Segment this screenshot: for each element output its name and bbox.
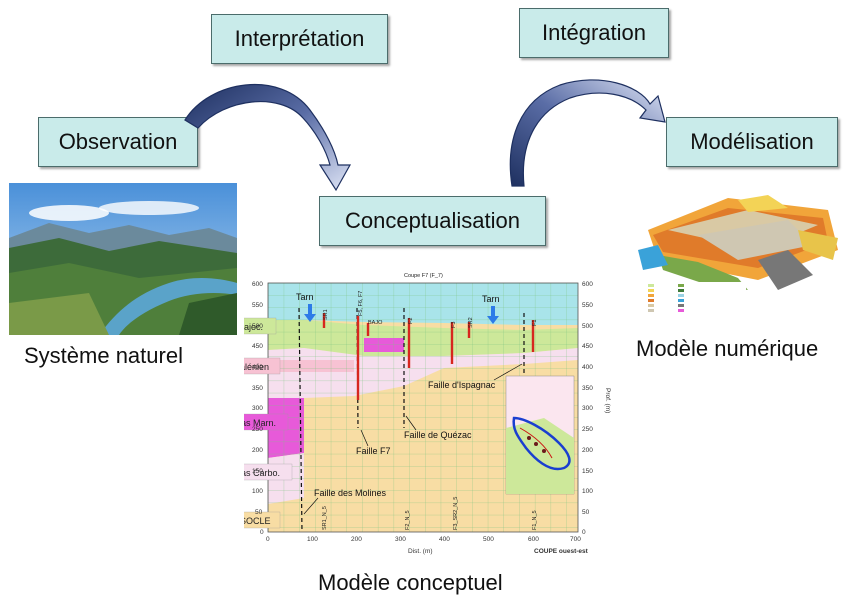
x-tick-0: 0	[266, 536, 270, 543]
well-label-f3: F3	[451, 322, 457, 328]
arrow-observation-to-conceptualisation	[184, 84, 352, 192]
y-tick-300: 300	[252, 405, 263, 412]
y-tick-150: 150	[252, 468, 263, 475]
y-tick-600: 600	[252, 281, 263, 288]
x-tick-300: 300	[395, 536, 406, 543]
numerical-model-legend	[648, 284, 684, 312]
x-tick-500: 500	[483, 536, 494, 543]
y-tick-100: 100	[252, 488, 263, 495]
well-label-f1: F1	[532, 320, 538, 326]
yr-tick-250: 250	[582, 426, 593, 433]
y-tick-550: 550	[252, 302, 263, 309]
y-tick-500: 500	[252, 323, 263, 330]
yr-tick-600: 600	[582, 281, 593, 288]
plot-frame	[267, 282, 579, 533]
numerical-model-image	[638, 190, 844, 322]
bottom-label-1: SR1_N_5	[322, 506, 328, 530]
well-labels: SR1 F5, F6, F7 BAJO F2 F3 SR2 F1	[323, 291, 538, 328]
layer-labels: Bajoc. Aalénien Lias Marn. Lias Carbo. S…	[244, 317, 293, 529]
well-label-sr2: SR2	[468, 317, 474, 328]
conceptual-model-caption: Modèle conceptuel	[318, 570, 503, 595]
bottom-label-4: F1_N_5	[532, 510, 538, 530]
bottom-labels: SR1_N_5 F2_N_5 F3_SR2_N_5 F1_N_5	[322, 497, 538, 530]
x-tick-200: 200	[351, 536, 362, 543]
yr-tick-550: 550	[582, 302, 593, 309]
tarn-markers: Tarn Tarn	[296, 292, 500, 324]
label-lias-carbo: Lias Carbo.	[244, 468, 280, 478]
tarn-label-1: Tarn	[296, 292, 314, 302]
bottom-label-2: F2_N_5	[405, 510, 411, 530]
y-tick-450: 450	[252, 343, 263, 350]
y-axis-left: 600 550 500 450 400 350 300 250 200 150 …	[252, 281, 264, 536]
x-tick-600: 600	[528, 536, 539, 543]
fault-annotations: Faille F7 Faille de Quézac Faille d'Ispa…	[303, 363, 523, 515]
yr-tick-50: 50	[582, 509, 590, 516]
annot-quezac: Faille de Quézac	[404, 430, 472, 440]
yr-tick-500: 500	[582, 323, 593, 330]
inset-map	[505, 375, 575, 495]
x-axis: 0 100 200 300 400 500 600 700 Dist. (m) …	[266, 536, 589, 555]
natural-landscape-image	[9, 183, 237, 335]
well-label-sr1: SR1	[323, 309, 329, 320]
y-tick-0: 0	[260, 529, 264, 536]
well-label-bajo: BAJO	[368, 320, 383, 326]
interpretation-box: Interprétation	[211, 14, 388, 64]
y-tick-400: 400	[252, 364, 263, 371]
tarn-arrow-2	[487, 306, 499, 324]
conceptualisation-box: Conceptualisation	[319, 196, 546, 246]
label-aalenien: Aalénien	[244, 362, 269, 372]
tarn-label-2: Tarn	[482, 294, 500, 304]
y-tick-50: 50	[255, 509, 263, 516]
modelisation-box: Modélisation	[666, 117, 838, 167]
natural-system-caption: Système naturel	[24, 343, 183, 368]
bottom-label-3: F3_SR2_N_5	[453, 497, 459, 530]
numerical-model-caption: Modèle numérique	[636, 336, 819, 361]
arrow-conceptualisation-to-modelisation	[509, 79, 666, 187]
wells	[322, 313, 535, 400]
well-label-f5f6f7: F5, F6, F7	[358, 291, 364, 316]
yr-tick-300: 300	[582, 405, 593, 412]
annot-f7: Faille F7	[356, 446, 391, 456]
tarn-arrow-1	[304, 304, 316, 322]
yr-tick-350: 350	[582, 385, 593, 392]
integration-box: Intégration	[519, 8, 669, 58]
y-axis-label: Prof. (m)	[604, 388, 611, 413]
yr-tick-450: 450	[582, 343, 593, 350]
section-footer: COUPE ouest-est	[534, 548, 589, 555]
y-tick-350: 350	[252, 385, 263, 392]
annot-molines: Faille des Molines	[314, 488, 387, 498]
x-axis-label: Dist. (m)	[408, 548, 433, 555]
section-header: Coupe F7 (F_7)	[404, 273, 443, 279]
geological-cross-section: Bajoc. Aalénien Lias Marn. Lias Carbo. S…	[244, 273, 611, 555]
y-tick-250: 250	[252, 426, 263, 433]
annot-ispagnac: Faille d'Ispagnac	[428, 380, 496, 390]
x-tick-400: 400	[439, 536, 450, 543]
well-label-f2: F2	[408, 318, 414, 324]
fault-molines-line	[298, 307, 303, 533]
observation-box: Observation	[38, 117, 198, 167]
yr-tick-150: 150	[582, 468, 593, 475]
yr-tick-400: 400	[582, 364, 593, 371]
y-tick-200: 200	[252, 447, 263, 454]
label-bajoc: Bajoc.	[244, 322, 263, 332]
faults	[298, 307, 525, 533]
fault-f7-line	[356, 307, 359, 429]
y-axis-right: 600 550 500 450 400 350 300 250 200 150 …	[582, 281, 611, 536]
yr-tick-0: 0	[582, 529, 586, 536]
label-socle: SOCLE	[244, 516, 271, 526]
label-lias-marn: Lias Marn.	[244, 418, 276, 428]
x-tick-700: 700	[570, 536, 581, 543]
yr-tick-200: 200	[582, 447, 593, 454]
x-tick-100: 100	[307, 536, 318, 543]
yr-tick-100: 100	[582, 488, 593, 495]
